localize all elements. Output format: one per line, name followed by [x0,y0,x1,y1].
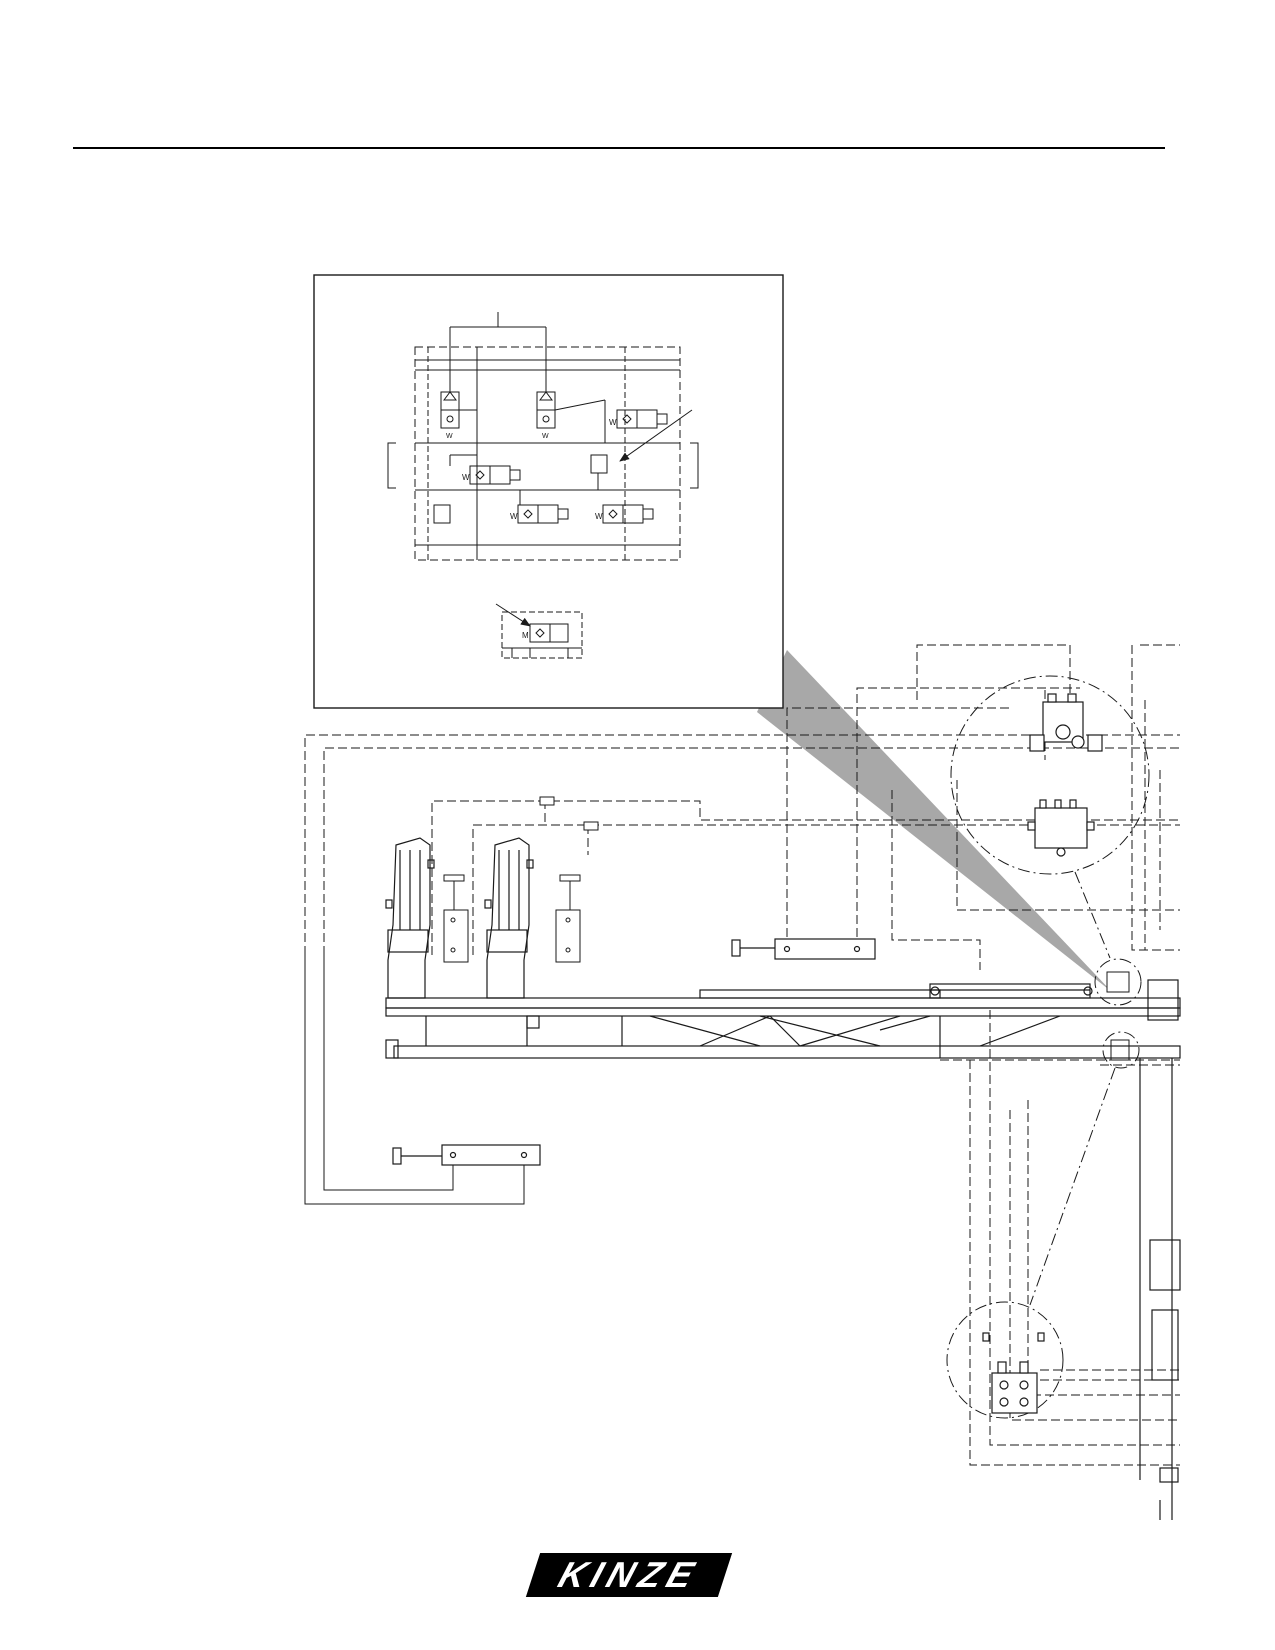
svg-text:W: W [609,418,617,427]
cylinder-lower [392,1144,541,1166]
marker-cylinder-2 [555,874,581,963]
drive-unit-left [385,837,435,999]
svg-text:W: W [595,512,603,521]
toolbar-frame [385,979,1181,1520]
svg-text:W: W [446,433,453,440]
valve-block-bottom [982,1332,1045,1414]
svg-text:W: W [510,512,518,521]
valve-horizontal-c: W [510,504,569,524]
brand-logo: KINZE [525,1553,733,1597]
valve-block-upper [1029,693,1103,752]
valve-horizontal-b: W [462,465,521,485]
svg-text:W: W [542,433,549,440]
svg-text:M: M [522,631,529,640]
svg-text:W: W [462,473,470,482]
motor-valve-detail: M [495,603,583,659]
valve-horizontal-a: W [609,409,668,429]
brand-logo-text: KINZE [553,1554,705,1595]
page-header-rule [73,147,1165,149]
manifold-schematic: W W W W [387,312,699,561]
hydraulic-hoses [304,644,1180,1466]
valve-horizontal-d: W [595,504,654,524]
cylinder-upper [731,938,876,960]
valve-block-small [1106,971,1130,1061]
detail-circles [946,675,1150,1419]
inset-detail-box: W W W W [313,274,784,709]
valve-block-lower [1027,799,1095,857]
cylinder-lines [304,955,525,1205]
marker-cylinder-1 [443,874,469,963]
tee-fittings [539,796,599,831]
drive-unit-right [484,837,534,999]
